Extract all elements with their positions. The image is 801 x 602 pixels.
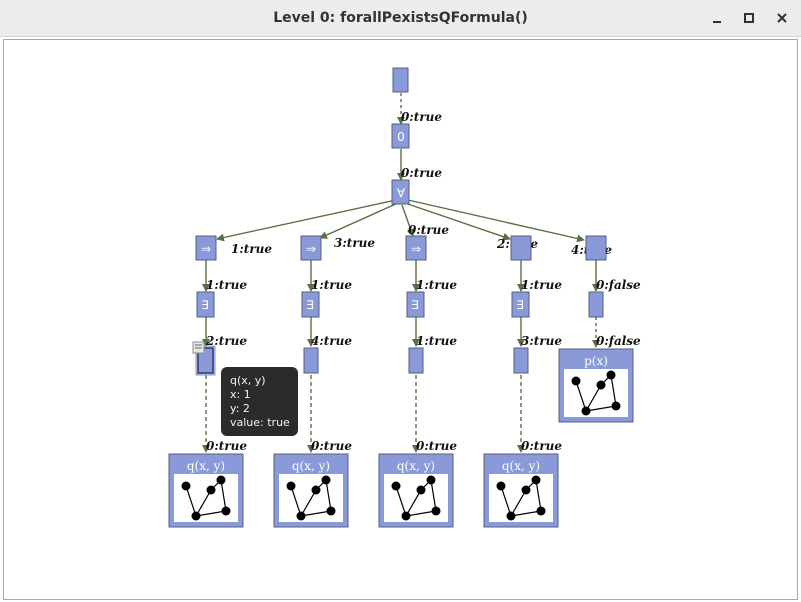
implies-node-2[interactable] — [300, 235, 322, 261]
exists-node-3-label: ∃ — [411, 298, 419, 312]
edge-label-c5-box-graph: 0:false — [596, 334, 641, 348]
leaf-node-2[interactable] — [303, 347, 319, 374]
close-icon — [777, 13, 787, 23]
node-branch-4[interactable] — [510, 235, 532, 261]
edge-label-c2-exists-leaf: 4:true — [311, 334, 352, 348]
node-tooltip: q(x, y) x: 1 y: 2 value: true — [221, 367, 298, 436]
graph-panel-p-title: p(x) — [584, 354, 608, 368]
edge-label-c2-implies-exists: 1:true — [311, 278, 352, 292]
exists-node-4-label: ∃ — [516, 298, 524, 312]
edge-forall-branch-2 — [319, 202, 399, 239]
hover-icon — [192, 341, 205, 354]
edge-forall-branch-1 — [216, 199, 397, 242]
implies-node-3[interactable] — [405, 235, 427, 261]
forall-node-label: ∀ — [397, 186, 406, 200]
forall-node[interactable] — [391, 179, 410, 205]
graph-panel-q1-title: q(x, y) — [187, 459, 225, 473]
edge-label-c5-to-box: 0:false — [596, 278, 641, 292]
exists-node-1-label: ∃ — [201, 298, 209, 312]
minimize-button[interactable] — [707, 8, 727, 28]
exists-node-2-label: ∃ — [306, 298, 314, 312]
maximize-icon — [744, 13, 754, 23]
exists-node-1[interactable] — [196, 291, 215, 318]
exists-node-2[interactable] — [301, 291, 320, 318]
node-branch-5[interactable] — [585, 235, 607, 261]
implies-node-1-label: ⇒ — [201, 242, 211, 256]
edge-label-branch-2: 3:true — [334, 236, 375, 250]
window-title: Level 0: forallPexistsQFormula() — [273, 10, 528, 26]
title-bar[interactable]: Level 0: forallPexistsQFormula() — [0, 0, 801, 37]
tooltip-x: x: 1 — [230, 388, 251, 401]
zero-node-label: 0 — [397, 130, 405, 144]
edge-label-c2-to-graph: 0:true — [311, 439, 352, 453]
implies-node-1[interactable] — [195, 235, 217, 261]
edge-label-zero-forall: 0:true — [401, 166, 442, 180]
exists-node-4[interactable] — [511, 291, 530, 318]
box-node-5[interactable] — [588, 291, 604, 318]
edge-label-c3-to-graph: 0:true — [416, 439, 457, 453]
exists-node-3[interactable] — [406, 291, 425, 318]
edge-forall-branch-3 — [401, 204, 415, 237]
maximize-button[interactable] — [739, 8, 759, 28]
tooltip-title: q(x, y) — [230, 374, 266, 387]
edge-label-c3-exists-leaf: 1:true — [416, 334, 457, 348]
tooltip-y: y: 2 — [230, 402, 250, 415]
leaf-node-4[interactable] — [513, 347, 529, 374]
tooltip-value: value: true — [230, 416, 290, 429]
edge-label-branch-1: 1:true — [231, 242, 272, 256]
edge-label-c1-implies-exists: 1:true — [206, 278, 247, 292]
edge-forall-branch-5 — [407, 199, 585, 243]
graph-panel-p[interactable]: p(x) — [558, 348, 634, 423]
implies-node-2-label: ⇒ — [306, 242, 316, 256]
leaf-node-3[interactable] — [408, 347, 424, 374]
close-button[interactable] — [772, 8, 792, 28]
edge-label-c3-implies-exists: 1:true — [416, 278, 457, 292]
implies-node-3-label: ⇒ — [411, 242, 421, 256]
edge-forall-branch-4 — [404, 202, 511, 241]
edge-label-c1-exists-leaf: 2:true — [205, 334, 247, 348]
zero-node[interactable] — [391, 123, 410, 149]
edge-label-root-zero: 0:true — [401, 110, 442, 124]
graph-panel-q3-title: q(x, y) — [397, 459, 435, 473]
graph-panel-q2-title: q(x, y) — [292, 459, 330, 473]
root-node[interactable] — [392, 67, 409, 93]
edge-label-c4-implies-exists: 1:true — [521, 278, 562, 292]
edge-label-branch-3: 0:true — [408, 223, 449, 237]
edge-label-c1-to-graph: 0:true — [206, 439, 247, 453]
graph-panel-q4[interactable]: q(x, y) — [483, 453, 559, 528]
edge-label-c4-to-graph: 0:true — [521, 439, 562, 453]
minimize-icon — [713, 21, 721, 23]
graph-panel-q1[interactable]: q(x, y) — [168, 453, 244, 528]
graph-panel-q3[interactable]: q(x, y) — [378, 453, 454, 528]
graph-panel-q2[interactable]: q(x, y) — [273, 453, 349, 528]
graph-panel-q4-title: q(x, y) — [502, 459, 540, 473]
edge-label-c4-exists-leaf: 3:true — [521, 334, 562, 348]
